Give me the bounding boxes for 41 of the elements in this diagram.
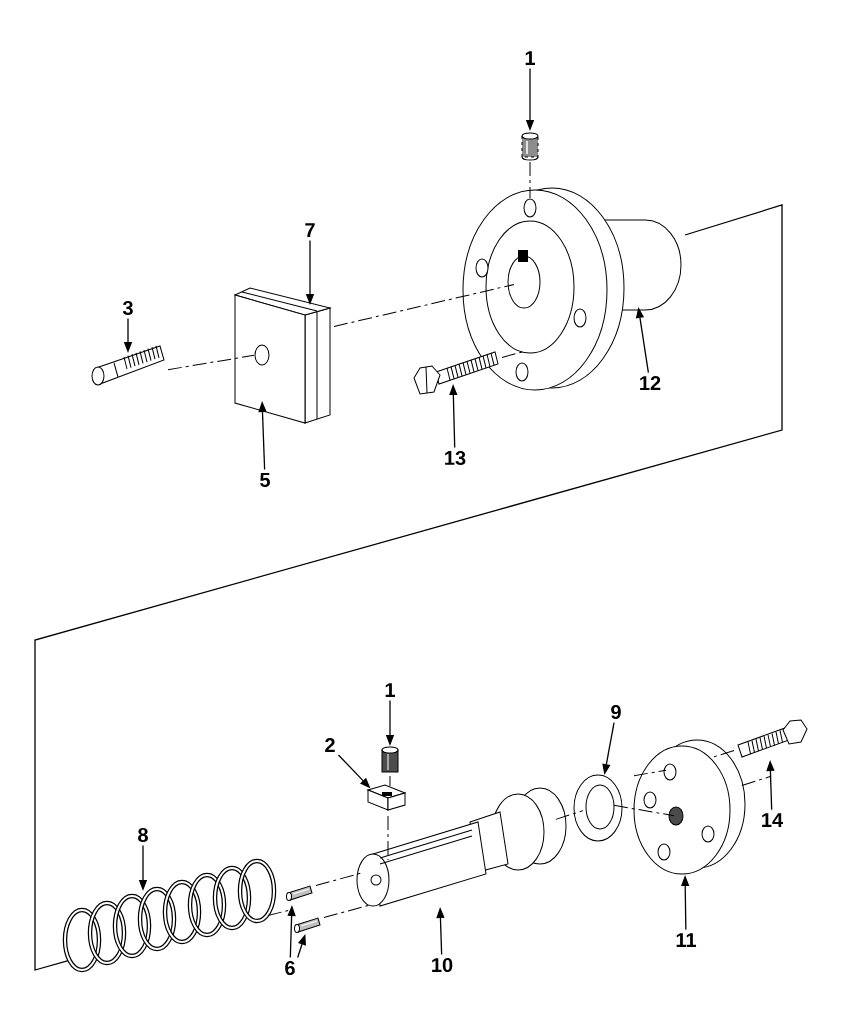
screw-drawing — [91, 345, 165, 386]
callout-number: 12 — [640, 376, 661, 390]
setscrew-drawing — [381, 746, 399, 773]
center-line — [529, 161, 531, 199]
bolt-drawing — [413, 351, 499, 395]
center-line — [501, 351, 525, 358]
bolt-drawing — [737, 719, 808, 758]
center-line — [333, 283, 515, 328]
shaft-drawing — [356, 787, 567, 907]
center-line — [711, 750, 735, 758]
hub-drawing — [462, 187, 682, 391]
callout-number: 13 — [445, 450, 466, 466]
center-line — [387, 815, 389, 861]
callout-number: 5 — [260, 473, 270, 487]
center-line — [167, 354, 255, 371]
callout-number: 3 — [122, 300, 133, 316]
pin-drawing — [286, 885, 313, 901]
center-line — [323, 905, 369, 918]
center-line — [389, 775, 391, 787]
callout-number: 14 — [762, 813, 783, 827]
callout-number: 10 — [432, 957, 453, 973]
callout-number: 2 — [325, 738, 335, 752]
callout-number: 7 — [305, 223, 315, 237]
callout-number: 1 — [525, 51, 535, 65]
plate-drawing — [234, 287, 331, 424]
flange-drawing — [633, 739, 746, 875]
spring-drawing — [62, 858, 277, 973]
setscrew-drawing — [521, 132, 539, 161]
key-drawing — [367, 784, 406, 811]
callout-number: 11 — [676, 933, 696, 947]
pin-drawing — [294, 917, 321, 933]
washer-drawing — [573, 774, 623, 842]
callout-number: 8 — [138, 827, 148, 843]
callout-number: 6 — [285, 960, 295, 976]
callout-number: 1 — [385, 683, 395, 697]
center-line — [613, 804, 675, 817]
center-line — [555, 810, 584, 820]
center-line — [267, 910, 289, 916]
center-line — [741, 776, 771, 786]
callout-number: 9 — [611, 704, 621, 720]
center-line — [633, 769, 667, 777]
